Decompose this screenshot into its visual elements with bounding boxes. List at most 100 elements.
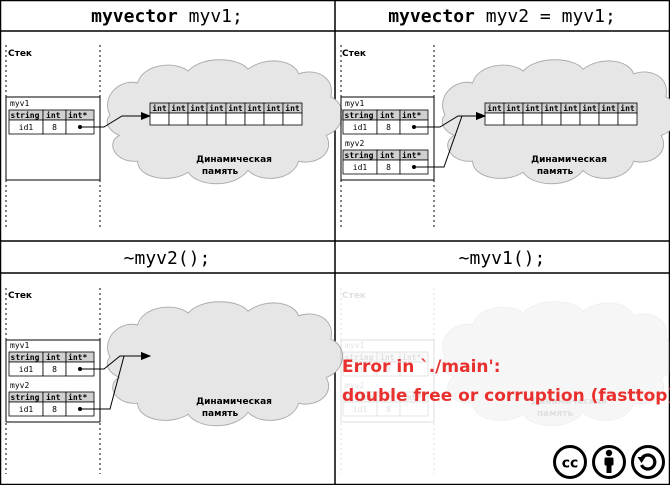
- sa-icon: [631, 445, 665, 479]
- panel-title: myvector myv2 = myv1;: [388, 6, 616, 27]
- heap-label: память: [202, 409, 239, 419]
- var-table: string int int* id1 8: [342, 109, 429, 135]
- var-table: string int int* id1 8: [8, 351, 95, 377]
- col-header: int*: [402, 150, 421, 160]
- col-header: int*: [402, 110, 421, 120]
- var-table: string int int* id1 8: [342, 149, 429, 175]
- heap-cell-label: int: [209, 103, 224, 113]
- heap-label: память: [537, 167, 574, 177]
- var-table: string int int* id1 8: [8, 391, 95, 417]
- panel-title: myvector myv1;: [91, 6, 243, 27]
- heap-cloud: [106, 301, 343, 427]
- cell-value: id1: [353, 163, 368, 172]
- stack-frame: [5, 288, 101, 474]
- heap-cell-label: int: [228, 103, 243, 113]
- heap-cell: [598, 112, 619, 126]
- error-message-line-1: Error in `./main':: [342, 357, 501, 377]
- stack-label: Стек: [342, 49, 366, 59]
- panel-1: myvector myv1; Стек Динамическая память …: [5, 6, 343, 230]
- svg-text:cc: cc: [562, 456, 579, 472]
- var-name: myv2: [345, 381, 364, 390]
- heap-cell: [225, 112, 246, 126]
- heap-cell: [282, 112, 303, 126]
- cell-value: 8: [52, 365, 57, 374]
- cell-value: 8: [386, 123, 391, 132]
- col-header: string: [345, 110, 374, 120]
- stack-frame: [5, 45, 101, 230]
- var-name: myv1: [345, 341, 364, 350]
- var-name: myv1: [345, 99, 364, 108]
- col-header: int*: [68, 110, 87, 120]
- heap-cell-label: int: [620, 103, 635, 113]
- cell-value: 8: [386, 365, 391, 374]
- var-name: myv1: [10, 99, 29, 108]
- col-header: string: [345, 150, 374, 160]
- panel-3: ~myv2(); Стек Динамическая память myv1 s…: [5, 248, 343, 474]
- heap-cell: [244, 112, 265, 126]
- col-header: string: [11, 392, 40, 402]
- heap-label: память: [537, 409, 574, 419]
- heap-label: Динамическая: [196, 155, 272, 165]
- heap-cell: [263, 112, 284, 126]
- panel-title: ~myv1();: [459, 248, 546, 269]
- heap-cell-label: int: [152, 103, 167, 113]
- cell-value: id1: [19, 365, 34, 374]
- heap-cell-label: int: [285, 103, 300, 113]
- col-header: int: [46, 352, 61, 362]
- panel-4: ~myv1(); Стек Динамическая память myv1: [340, 248, 670, 479]
- col-header: int: [380, 150, 395, 160]
- heap-label: память: [202, 167, 239, 177]
- col-header: int*: [402, 352, 421, 362]
- var-name: myv2: [345, 139, 364, 148]
- stack-label: Стек: [8, 291, 32, 301]
- panel-2: myvector myv2 = myv1; Стек Динамическая …: [340, 6, 670, 230]
- heap-cell: [522, 112, 543, 126]
- heap-cell-label: int: [171, 103, 186, 113]
- heap-cell: [541, 112, 562, 126]
- col-header: int: [380, 352, 395, 362]
- col-header: string: [345, 392, 374, 402]
- col-header: int: [380, 392, 395, 402]
- col-header: int: [46, 110, 61, 120]
- cell-value: 8: [386, 405, 391, 414]
- heap-cell-label: int: [247, 103, 262, 113]
- heap-cell: [168, 112, 189, 126]
- stack-label: Стек: [8, 49, 32, 59]
- stack-label: Стек: [342, 291, 366, 301]
- heap-cell-label: int: [190, 103, 205, 113]
- heap-cell: [187, 112, 208, 126]
- heap-label: Динамическая: [531, 155, 607, 165]
- var-table: string int int* id1 8: [8, 109, 95, 135]
- cell-value: id1: [353, 405, 368, 414]
- col-header: string: [11, 352, 40, 362]
- heap-cell-label: int: [544, 103, 559, 113]
- heap-cell: [484, 112, 505, 126]
- error-message-line-2: double free or corruption (fasttop): [342, 386, 670, 406]
- pointer-arrow: [80, 352, 151, 410]
- heap-cell-label: int: [563, 103, 578, 113]
- stack-frame: [340, 45, 435, 230]
- heap-label: Динамическая: [531, 397, 607, 407]
- heap-cell-label: int: [582, 103, 597, 113]
- faded-diagram: Стек Динамическая память myv1 string: [340, 288, 670, 474]
- col-header: string: [11, 110, 40, 120]
- heap-cell-label: int: [525, 103, 540, 113]
- col-header: string: [345, 352, 374, 362]
- var-name: myv1: [10, 341, 29, 350]
- cell-value: id1: [19, 405, 34, 414]
- col-header: int*: [402, 392, 421, 402]
- heap-cell: [149, 112, 170, 126]
- col-header: int*: [68, 392, 87, 402]
- heap-cell: [560, 112, 581, 126]
- heap-cell: [579, 112, 600, 126]
- cell-value: id1: [353, 365, 368, 374]
- var-name: myv2: [10, 381, 29, 390]
- cell-value: id1: [19, 123, 34, 132]
- heap-cell-label: int: [506, 103, 521, 113]
- by-person-icon: [592, 445, 626, 479]
- cell-value: 8: [52, 123, 57, 132]
- heap-cell: [617, 112, 638, 126]
- heap-cell-label: int: [266, 103, 281, 113]
- heap-cell: [206, 112, 227, 126]
